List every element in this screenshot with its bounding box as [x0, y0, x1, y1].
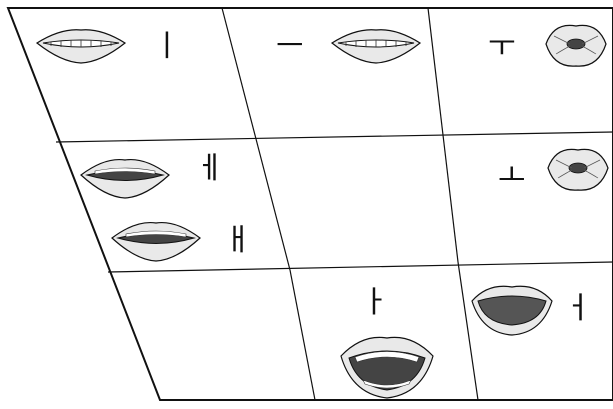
vowel-label-a: ㅏ — [361, 285, 389, 320]
vowel-label-ae: ㅐ — [224, 223, 252, 258]
mouth-rounded-protruded-icon — [546, 25, 606, 66]
mouth-open-spread-icon — [112, 223, 200, 261]
vowel-label-e: ㅔ — [196, 151, 224, 186]
vowel-label-i: ㅣ — [153, 29, 181, 64]
mouth-spread-icon — [37, 30, 125, 63]
vowel-label-eo: ㅓ — [564, 291, 592, 326]
vowel-label-u: ㅜ — [488, 29, 516, 64]
chart-grid — [8, 8, 613, 400]
mouth-rounded-icon — [548, 149, 608, 190]
mouth-spread-icon — [332, 30, 420, 63]
vowel-label-o: ㅗ — [498, 159, 526, 194]
mouth-half-open-icon — [81, 160, 169, 198]
mouth-open-rounded-icon — [472, 286, 552, 335]
mouth-wide-open-icon — [341, 337, 433, 398]
vowel-label-eu: ㅡ — [276, 29, 304, 64]
